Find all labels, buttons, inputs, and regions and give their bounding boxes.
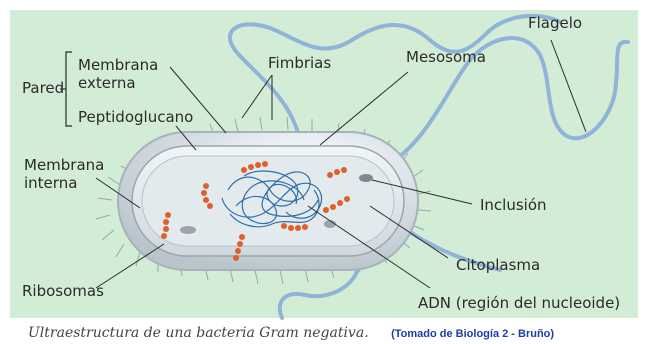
- label-membrana-externa: Membrana externa: [78, 56, 158, 92]
- cytoplasm: [142, 156, 394, 246]
- inclusion: [359, 174, 373, 182]
- leader-fimbrias-1: [242, 75, 272, 118]
- inclusion-2: [180, 226, 196, 234]
- label-inclusion: Inclusión: [480, 196, 547, 214]
- label-peptidoglucano: Peptidoglucano: [78, 108, 193, 126]
- label-adn: ADN (región del nucleoide): [418, 294, 620, 312]
- caption-source: (Tomado de Biología 2 - Bruño): [391, 328, 554, 340]
- label-ribosomas: Ribosomas: [22, 282, 104, 300]
- flagellum-top: [230, 16, 560, 140]
- leader-flagelo: [551, 40, 586, 132]
- label-citoplasma: Citoplasma: [456, 256, 540, 274]
- label-pared: Pared: [22, 79, 64, 97]
- label-mesosoma: Mesosoma: [406, 48, 486, 66]
- label-membrana-interna: Membrana interna: [24, 156, 104, 192]
- caption-main: Ultraestructura de una bacteria Gram neg…: [28, 325, 369, 341]
- label-flagelo: Flagelo: [528, 14, 582, 32]
- figure-caption: Ultraestructura de una bacteria Gram neg…: [28, 324, 554, 343]
- label-fimbrias: Fimbrias: [268, 54, 331, 72]
- leader-ribosomas: [96, 244, 164, 288]
